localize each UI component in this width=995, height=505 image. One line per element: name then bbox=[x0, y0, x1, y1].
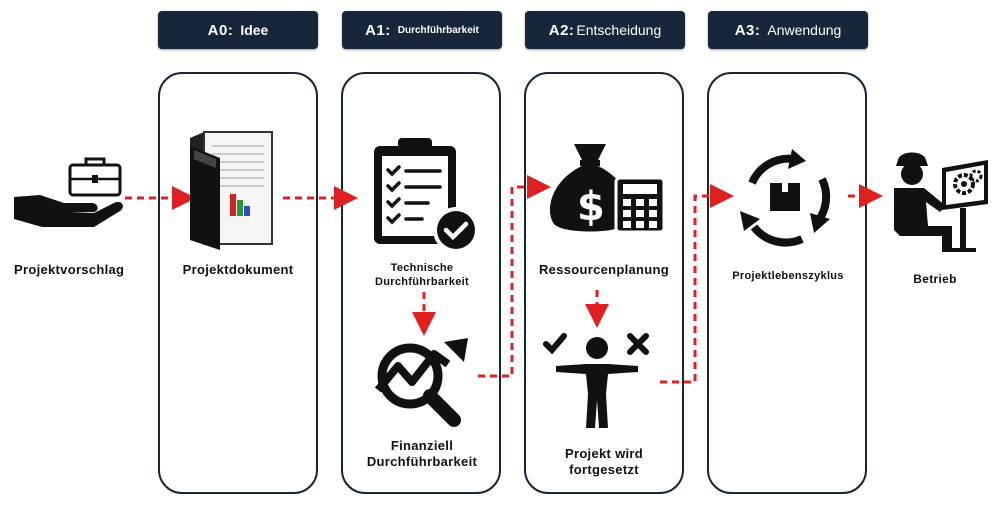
worker-workstation-icon bbox=[894, 152, 988, 252]
label-operation: Betrieb bbox=[913, 272, 957, 286]
phase-name: Idee bbox=[240, 22, 269, 38]
hand-briefcase-icon bbox=[14, 157, 123, 227]
phase-header-a0: A0: Idee bbox=[158, 11, 318, 49]
arrow-financial-to-resources bbox=[478, 175, 551, 378]
label-resources: Ressourcenplanung bbox=[538, 262, 670, 277]
folder-document-icon bbox=[190, 131, 273, 250]
phase-code: A3: bbox=[734, 21, 761, 39]
phase-box-a0 bbox=[158, 72, 318, 494]
phase-box-a1 bbox=[341, 72, 501, 494]
svg-text:$: $ bbox=[577, 184, 605, 230]
person-decision-icon bbox=[543, 333, 649, 428]
phase-name: Anwendung bbox=[767, 22, 842, 38]
lifecycle-cycle-icon bbox=[740, 149, 831, 247]
phase-box-a2 bbox=[524, 72, 684, 494]
label-technical: Technische Durchführbarkeit bbox=[374, 262, 470, 288]
phase-header-a2: A2: Entscheidung bbox=[525, 11, 685, 49]
phase-header-a3: A3: Anwendung bbox=[708, 11, 868, 49]
label-document: Projektdokument bbox=[182, 262, 294, 277]
phase-name: Durchführbarkeit bbox=[397, 24, 479, 36]
phase-header-a1: A1: Durchführbarkeit bbox=[342, 11, 502, 49]
money-bag-calculator-icon: $ bbox=[549, 144, 666, 234]
phase-box-a3 bbox=[707, 72, 867, 494]
label-continued: Projekt wird fortgesetzt bbox=[564, 446, 643, 478]
magnifier-trend-icon bbox=[374, 338, 468, 427]
label-proposal: Projektvorschlag bbox=[14, 262, 125, 277]
phase-name: Entscheidung bbox=[576, 22, 662, 38]
phase-code: A2: bbox=[548, 21, 575, 39]
clipboard-checklist-icon bbox=[374, 138, 479, 253]
label-lifecycle: Projektlebenszyklus bbox=[732, 270, 844, 282]
phase-code: A0: bbox=[207, 21, 234, 39]
label-financial: Finanziell Durchführbarkeit bbox=[366, 438, 478, 470]
phase-code: A1: bbox=[365, 21, 391, 39]
arrow-continued-to-lifecycle bbox=[660, 184, 734, 384]
